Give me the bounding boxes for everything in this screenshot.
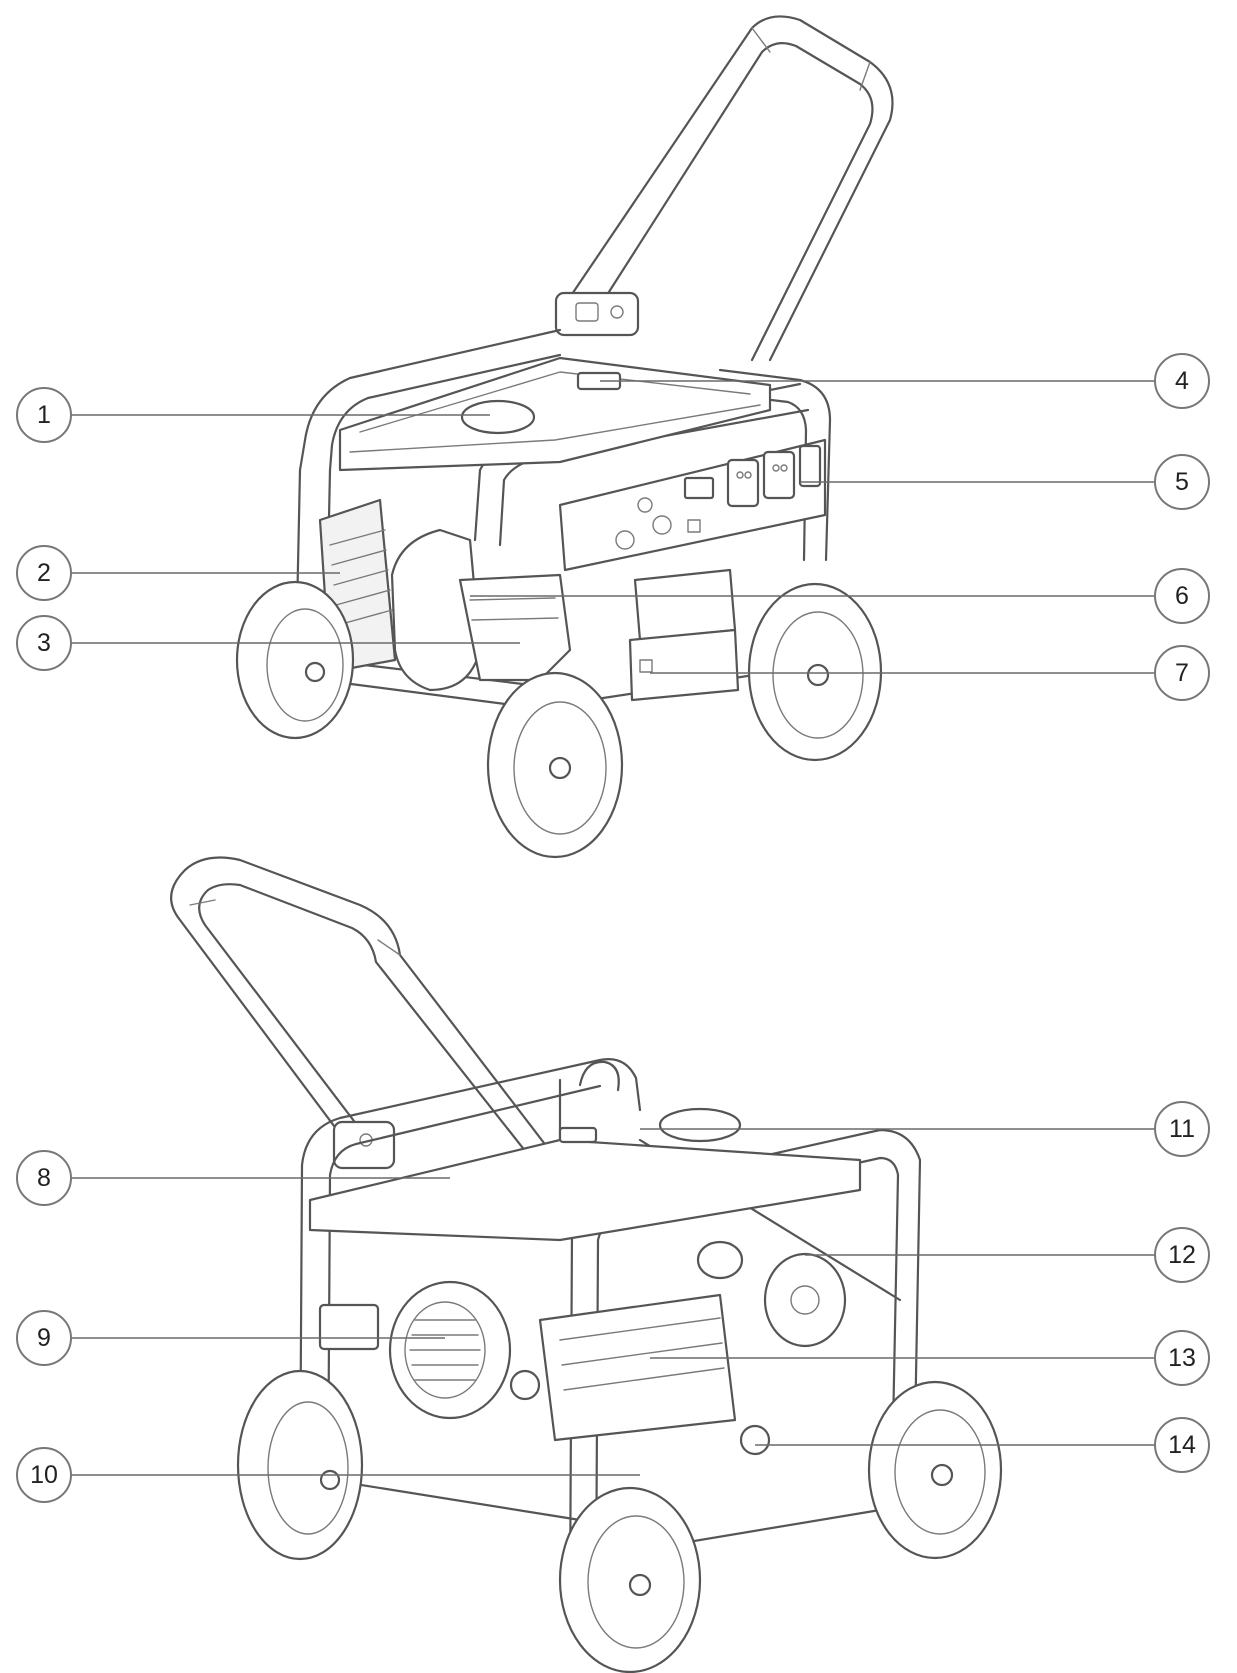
svg-text:9: 9 (37, 1324, 51, 1352)
wheel-front-right (747, 582, 883, 762)
callout-7: 7 (1154, 645, 1210, 701)
callout-4: 4 (1154, 353, 1210, 409)
handle-bar-top (566, 15, 894, 362)
handle-clamp-top (554, 291, 640, 337)
callout-9: 9 (16, 1310, 72, 1366)
svg-text:3: 3 (37, 629, 51, 657)
svg-text:4: 4 (1175, 367, 1189, 395)
callout-10: 10 (16, 1447, 72, 1503)
svg-text:12: 12 (1168, 1241, 1196, 1269)
svg-text:11: 11 (1169, 1115, 1195, 1143)
generator-front-view (235, 15, 894, 859)
fuel-tank-body (338, 356, 772, 472)
control-panel (558, 438, 827, 572)
callout-8: 8 (16, 1150, 72, 1206)
wheel-rear-left (235, 580, 355, 740)
fuel-tank-rear (308, 1060, 862, 1242)
callout-14: 14 (1154, 1417, 1210, 1473)
svg-text:2: 2 (37, 559, 51, 587)
battery-box (628, 568, 740, 702)
svg-text:10: 10 (30, 1461, 58, 1489)
callout-3: 3 (16, 615, 72, 671)
callout-2: 2 (16, 545, 72, 601)
svg-text:6: 6 (1175, 582, 1189, 610)
generator-rear-view (170, 856, 1003, 1673)
callout-13: 13 (1154, 1330, 1210, 1386)
callout-6: 6 (1154, 568, 1210, 624)
svg-text:7: 7 (1175, 659, 1189, 687)
callout-11: 11 (1154, 1101, 1210, 1157)
callout-5: 5 (1154, 454, 1210, 510)
svg-text:1: 1 (37, 401, 51, 429)
callout-12: 12 (1154, 1227, 1210, 1283)
svg-text:13: 13 (1168, 1344, 1196, 1372)
engine-block-bottom (538, 1240, 847, 1456)
svg-text:5: 5 (1175, 468, 1189, 496)
wheel-front-left (486, 671, 624, 859)
handle-bar-bottom (170, 856, 582, 1192)
callout-1: 1 (16, 387, 72, 443)
wheel-rear-left-b (236, 1369, 364, 1561)
wheel-front-left-b (558, 1486, 702, 1673)
leader-lines (70, 380, 1155, 1476)
engine-block-top (390, 528, 572, 692)
handle-clamp-bottom (332, 1120, 396, 1170)
svg-text:14: 14 (1168, 1431, 1196, 1459)
wheel-front-right-b (867, 1380, 1003, 1560)
alternator (318, 1280, 541, 1420)
svg-text:8: 8 (37, 1164, 51, 1192)
